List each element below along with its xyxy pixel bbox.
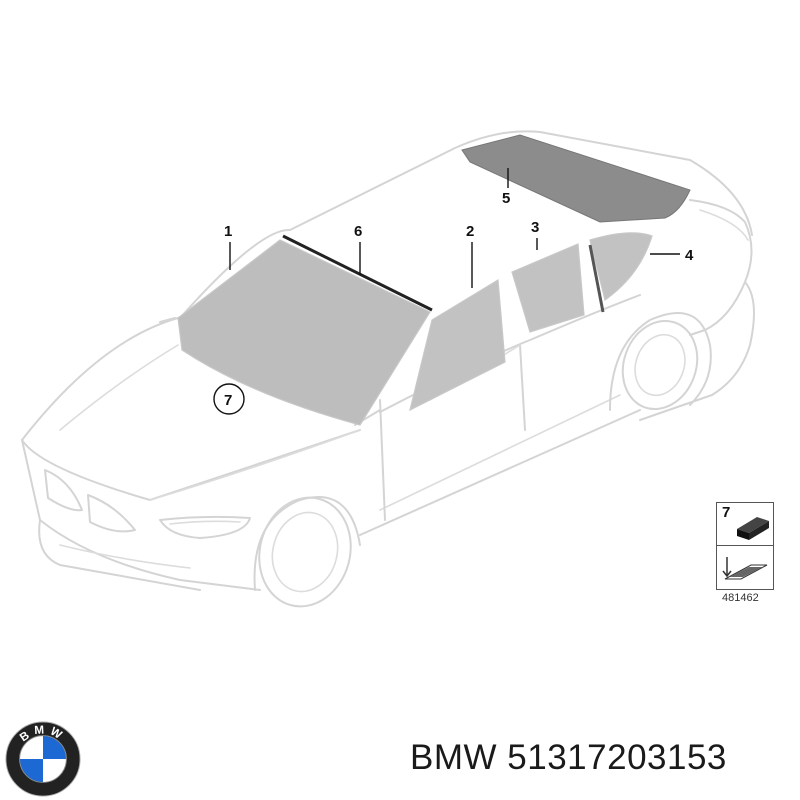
quarter-glass-seal	[588, 244, 605, 313]
callout-2: 2	[466, 223, 474, 288]
adhesive-kit-box: 7	[716, 502, 774, 590]
callout-2-number: 2	[466, 223, 474, 240]
callout-5-number: 5	[502, 190, 510, 207]
callout-4: 4	[650, 247, 694, 264]
adhesive-block-icon	[737, 517, 769, 540]
callout-6-number: 6	[354, 223, 362, 240]
windscreen-top-strip	[282, 234, 433, 312]
callout-6: 6	[354, 223, 362, 275]
callout-5: 5	[502, 168, 510, 207]
callout-7-number: 7	[224, 392, 232, 409]
kit-number: 7	[722, 504, 731, 521]
windscreen-glass	[177, 239, 431, 426]
glass-panels	[177, 134, 691, 426]
quarter-glass	[589, 232, 653, 302]
callout-7-circled: 7	[213, 383, 245, 415]
apply-arrow-icon	[722, 557, 768, 580]
car-outline	[21, 130, 755, 608]
callout-4-number: 4	[685, 247, 694, 264]
callout-1-number: 1	[224, 223, 232, 240]
callout-3: 3	[531, 219, 539, 250]
bmw-logo: BMW	[5, 721, 81, 797]
callout-1: 1	[224, 223, 232, 270]
callout-3-number: 3	[531, 219, 539, 236]
rear-window-glass	[461, 134, 691, 223]
kit-box-divider	[717, 545, 773, 546]
front-door-glass	[409, 278, 506, 412]
brand-name: BMW	[410, 738, 498, 777]
part-number: 51317203153	[507, 738, 727, 777]
diagram-reference-number: 481462	[722, 592, 759, 604]
rear-door-glass	[511, 243, 585, 333]
part-caption: BMW 51317203153	[410, 738, 727, 778]
